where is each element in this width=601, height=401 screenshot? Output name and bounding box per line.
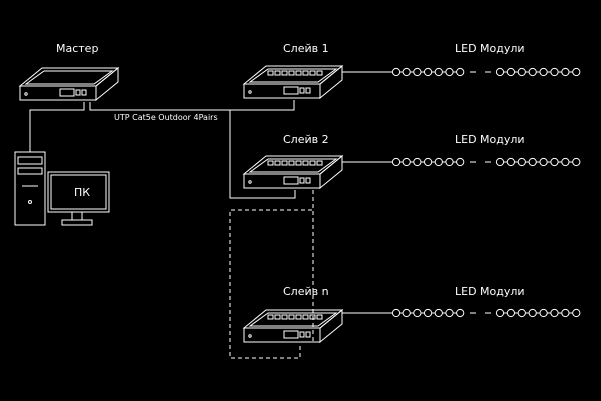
- led-module-icon: [561, 67, 570, 77]
- led-module-icon: [539, 308, 548, 318]
- led-module-icon: [495, 157, 505, 167]
- led-module-icon: [550, 67, 559, 77]
- led-module-icon: [506, 157, 515, 167]
- led-module-icon: [424, 157, 433, 167]
- pc-label: ПК: [74, 186, 90, 199]
- led-module-icon: [539, 157, 548, 167]
- led-module-icon: [506, 67, 515, 77]
- slaven-label: Слейв n: [283, 285, 329, 298]
- led-module-icon: [539, 67, 548, 77]
- led-module-icon: [424, 67, 433, 77]
- led-module-icon: [528, 67, 537, 77]
- led-module-icon: [506, 308, 515, 318]
- led-modules-label-2: LED Модули: [455, 133, 525, 146]
- led-module-icon: [517, 67, 526, 77]
- led-module-icon: [456, 308, 465, 318]
- master-controller-icon: [19, 67, 119, 101]
- led-module-icon: [561, 157, 570, 167]
- connection-lines: [29, 71, 392, 359]
- led-module-icon: [413, 157, 422, 167]
- led-module-icon: [391, 67, 401, 77]
- led-module-icon: [424, 308, 433, 318]
- led-module-icon: [445, 67, 454, 77]
- led-module-icon: [434, 67, 443, 77]
- led-module-icon: [445, 157, 454, 167]
- cable-label: UTP Cat5e Outdoor 4Pairs: [114, 113, 218, 122]
- led-chain-1: [391, 67, 581, 77]
- led-module-icon: [517, 157, 526, 167]
- led-module-icon: [572, 308, 581, 318]
- led-module-icon: [528, 157, 537, 167]
- led-module-icon: [550, 157, 559, 167]
- led-module-icon: [572, 157, 581, 167]
- monitor-icon: [47, 171, 110, 226]
- led-module-icon: [572, 67, 581, 77]
- master-label: Мастер: [56, 42, 98, 55]
- led-module-icon: [434, 157, 443, 167]
- led-module-icon: [550, 308, 559, 318]
- led-module-icon: [495, 67, 505, 77]
- led-module-icon: [456, 157, 465, 167]
- slave1-label: Слейв 1: [283, 42, 329, 55]
- slave2-controller-icon: [243, 155, 343, 189]
- led-module-icon: [413, 308, 422, 318]
- led-modules-label-3: LED Модули: [455, 285, 525, 298]
- slaven-controller-icon: [243, 309, 343, 343]
- led-module-icon: [413, 67, 422, 77]
- slave1-controller-icon: [243, 65, 343, 99]
- led-chain-3: [391, 308, 581, 318]
- led-module-icon: [561, 308, 570, 318]
- led-module-icon: [445, 308, 454, 318]
- led-module-icon: [402, 308, 411, 318]
- led-module-icon: [402, 67, 411, 77]
- led-module-icon: [391, 308, 401, 318]
- led-module-icon: [434, 308, 443, 318]
- led-module-icon: [456, 67, 465, 77]
- led-chain-2: [391, 157, 581, 167]
- slave2-label: Слейв 2: [283, 133, 329, 146]
- led-module-icon: [528, 308, 537, 318]
- led-modules-label-1: LED Модули: [455, 42, 525, 55]
- led-module-icon: [495, 308, 505, 318]
- led-module-icon: [402, 157, 411, 167]
- led-module-icon: [517, 308, 526, 318]
- led-module-icon: [391, 157, 401, 167]
- pc-tower-icon: [14, 151, 46, 226]
